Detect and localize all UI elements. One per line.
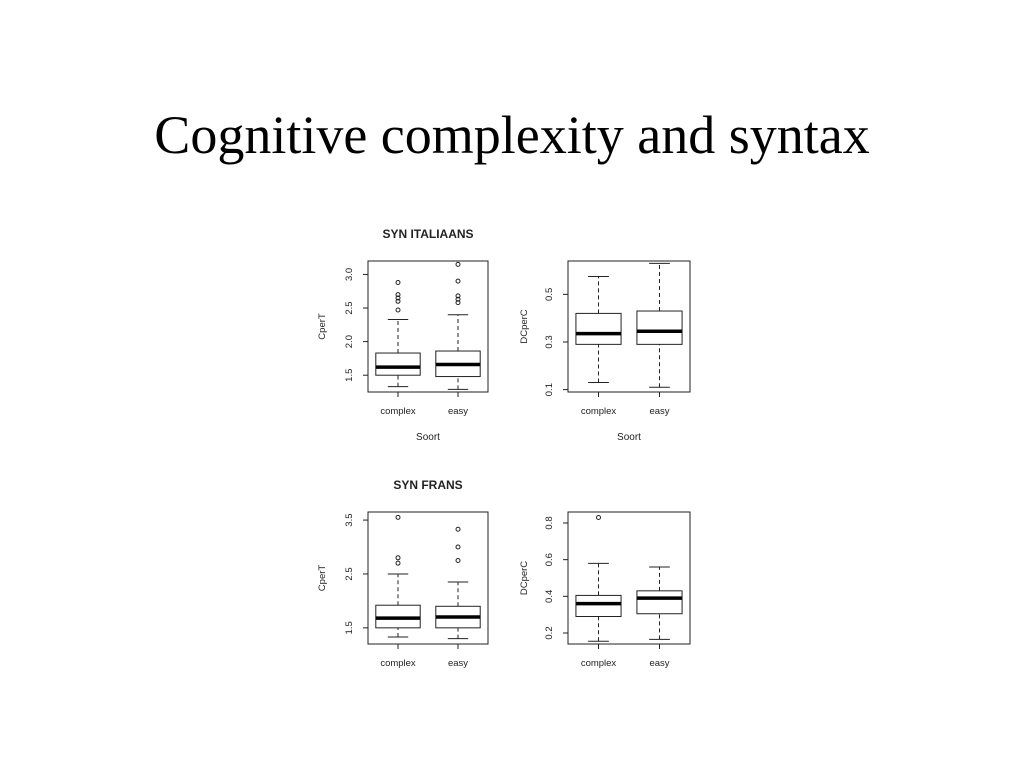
chart-panel-3: SYN FRANS CperT 1.5 2.5 3.5 complex easy bbox=[317, 478, 489, 669]
y-axis-label: CperT bbox=[317, 565, 328, 592]
outlier-point bbox=[455, 300, 461, 306]
y-tick-label: 0.5 bbox=[544, 288, 555, 301]
interquartile-box bbox=[575, 312, 622, 345]
outlier-point bbox=[455, 278, 461, 284]
box-complex bbox=[575, 515, 622, 642]
box-easy bbox=[636, 262, 683, 388]
outlier-point bbox=[395, 307, 401, 313]
y-tick-label: 1.5 bbox=[344, 369, 355, 382]
outlier-point bbox=[455, 557, 461, 563]
outlier-point bbox=[395, 295, 401, 301]
y-tick-label: 0.1 bbox=[544, 383, 555, 396]
box-complex bbox=[575, 275, 622, 383]
chart-panel-1: SYN ITALIAANS CperT 1.5 2.0 2.5 3.0 complex eas… bbox=[317, 227, 489, 443]
interquartile-box bbox=[575, 594, 622, 618]
outlier-point bbox=[395, 514, 401, 520]
plot-frame bbox=[567, 260, 691, 393]
x-axis-label: Soort bbox=[416, 432, 440, 443]
plot-frame bbox=[367, 511, 489, 645]
outlier-point bbox=[455, 296, 461, 302]
y-tick-label: 0.8 bbox=[544, 516, 555, 529]
outlier-point bbox=[395, 298, 401, 304]
x-tick-label: easy bbox=[649, 658, 669, 669]
y-tick-label: 0.6 bbox=[544, 553, 555, 566]
y-tick-label: 2.0 bbox=[344, 335, 355, 348]
chart-title: SYN ITALIAANS bbox=[382, 227, 473, 241]
box-easy bbox=[636, 566, 683, 640]
y-tick-label: 2.5 bbox=[344, 567, 355, 580]
box-complex bbox=[375, 279, 421, 388]
chart-panel-4: DCperC 0.2 0.4 0.6 0.8 complex easy bbox=[519, 511, 691, 669]
x-tick-label: complex bbox=[380, 406, 416, 417]
outlier-point bbox=[395, 292, 401, 298]
box-easy bbox=[435, 261, 481, 390]
x-tick-label: easy bbox=[649, 406, 669, 417]
outlier-point bbox=[455, 261, 461, 267]
outlier-point bbox=[455, 293, 461, 299]
slide-title: Cognitive complexity and syntax bbox=[154, 105, 870, 165]
x-tick-label: complex bbox=[581, 658, 617, 669]
y-tick-label: 0.2 bbox=[544, 626, 555, 639]
y-axis-label: CperT bbox=[317, 313, 328, 340]
y-tick-label: 2.5 bbox=[344, 301, 355, 314]
box-easy bbox=[435, 526, 481, 640]
x-tick-label: complex bbox=[380, 658, 416, 669]
plot-frame bbox=[567, 511, 691, 645]
interquartile-box bbox=[636, 310, 683, 345]
box-complex bbox=[375, 514, 421, 638]
outlier-point bbox=[596, 515, 601, 520]
y-axis-label: DCperC bbox=[519, 309, 530, 343]
y-tick-label: 1.5 bbox=[344, 621, 355, 634]
y-tick-label: 0.4 bbox=[544, 590, 555, 603]
y-axis-label: DCperC bbox=[519, 561, 530, 595]
plot-frame bbox=[367, 260, 489, 393]
y-tick-label: 3.0 bbox=[344, 268, 355, 281]
interquartile-box bbox=[636, 590, 683, 615]
x-tick-label: easy bbox=[448, 658, 468, 669]
outlier-point bbox=[455, 544, 461, 550]
x-tick-label: complex bbox=[581, 406, 617, 417]
x-axis-label: Soort bbox=[617, 432, 641, 443]
outlier-point bbox=[395, 555, 401, 561]
x-tick-label: easy bbox=[448, 406, 468, 417]
outlier-point bbox=[455, 526, 461, 532]
interquartile-box bbox=[375, 352, 421, 376]
y-tick-label: 3.5 bbox=[344, 513, 355, 526]
outlier-point bbox=[395, 279, 401, 285]
y-tick-label: 0.3 bbox=[544, 335, 555, 348]
outlier-point bbox=[395, 560, 401, 566]
chart-title: SYN FRANS bbox=[393, 478, 462, 492]
